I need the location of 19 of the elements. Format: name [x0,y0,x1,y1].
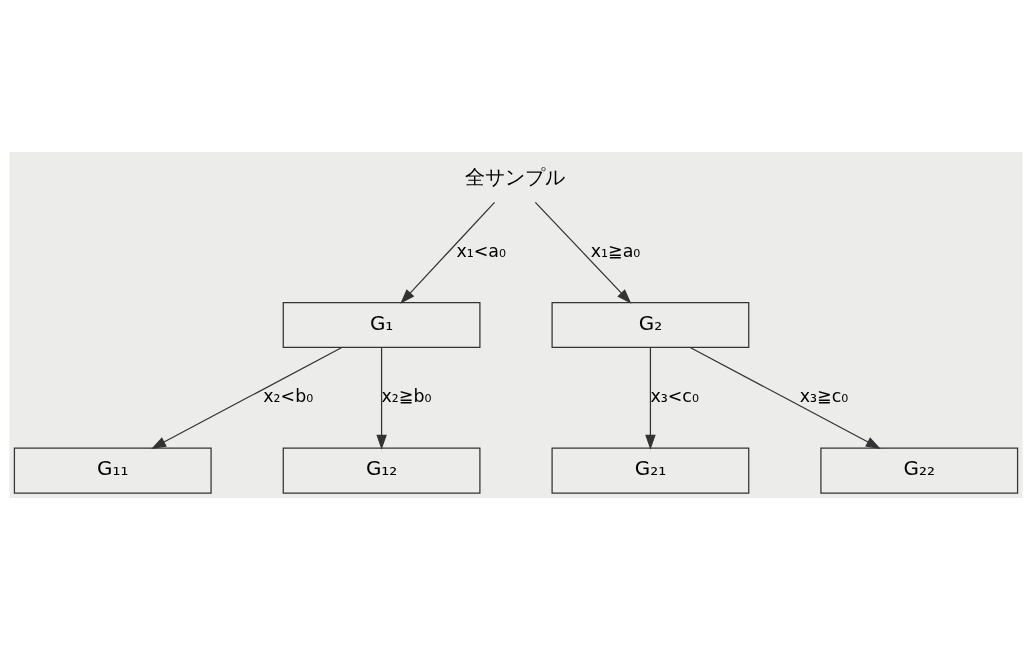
node-box: G₁₁ [13,447,212,494]
arrow [534,201,632,304]
edge-label: x₁<a₀ [456,240,506,261]
node-box: G₁ [282,301,481,348]
edge-label: x₃<c₀ [650,385,699,406]
node-text: 全サンプル [464,165,565,189]
arrow [690,346,881,449]
edge-label: x₁≧a₀ [590,240,641,261]
node-box: G₂ [551,301,750,348]
edge-label: x₂≧b₀ [381,385,432,406]
arrow [376,346,387,450]
edge-label: x₂<b₀ [263,385,314,406]
arrow [645,346,656,450]
edge-label: x₃≧c₀ [799,385,849,406]
arrow [151,346,342,449]
arrow [400,201,496,304]
node-box: G₂₂ [820,447,1019,494]
node-box: G₂₁ [551,447,750,494]
node-box: G₁₂ [282,447,481,494]
